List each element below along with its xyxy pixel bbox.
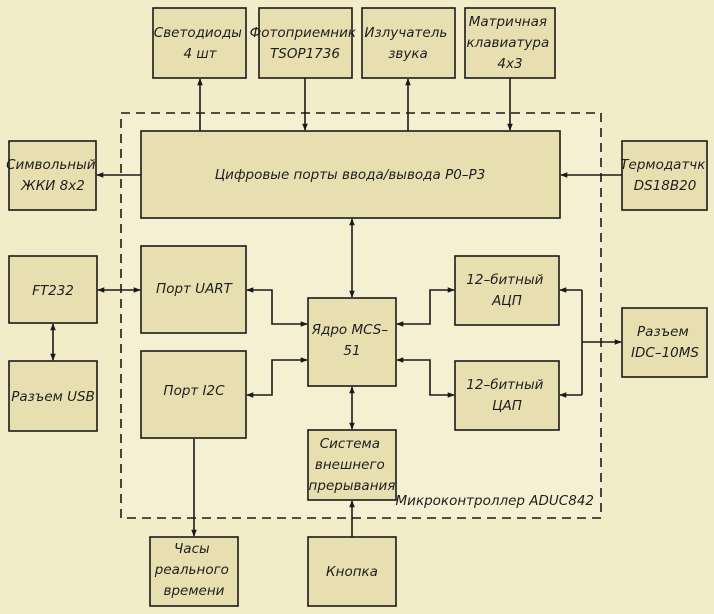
- mcs51-core-label: Ядро MCS– 51: [311, 322, 393, 359]
- button-block: Кнопка: [307, 536, 397, 607]
- idc-connector-label: Разъем IDC–10MS: [631, 324, 699, 361]
- photo-receiver-label: Фотоприемник TSOP1736: [250, 25, 361, 62]
- interrupt-system-label: Система внешнего прерывания: [309, 436, 396, 494]
- gpio-ports-label: Цифровые порты ввода/вывода P0–P3: [215, 167, 486, 183]
- dac-label: 12–битный ЦАП: [466, 377, 547, 414]
- arrow-core-dac: [396, 357, 455, 398]
- arrow-uart-core: [246, 287, 308, 327]
- uart-port-block: Порт UART: [140, 245, 247, 334]
- sound-emitter-label: Излучатель звука: [364, 25, 451, 62]
- i2c-port-block: Порт I2C: [140, 350, 247, 439]
- mcs51-core-block: Ядро MCS– 51: [307, 297, 397, 387]
- lcd-block: Символьный ЖКИ 8х2: [6, 140, 100, 211]
- adc-block: 12–битный АЦП: [454, 255, 560, 326]
- rtc-block: Часы реального времени: [149, 536, 239, 607]
- button-label: Кнопка: [326, 564, 378, 580]
- thermo-sensor-block: Термодатчк DS18B20: [620, 140, 709, 211]
- idc-connector-block: Разъем IDC–10MS: [621, 307, 708, 378]
- ft232-label: FT232: [32, 283, 74, 299]
- gpio-ports-block: Цифровые порты ввода/вывода P0–P3: [140, 130, 561, 219]
- arrow-core-adc: [396, 287, 455, 327]
- leds-block: Светодиоды 4 шт: [152, 7, 247, 79]
- dac-block: 12–битный ЦАП: [454, 360, 560, 431]
- lcd-label: Символьный ЖКИ 8х2: [6, 157, 100, 194]
- ft232-block: FT232: [8, 255, 98, 324]
- interrupt-system-block: Система внешнего прерывания: [307, 429, 397, 501]
- matrix-keyboard-label: Матричная клавиатура 4х3: [466, 14, 553, 72]
- rtc-label: Часы реального времени: [154, 541, 233, 599]
- sound-emitter-block: Излучатель звука: [361, 7, 456, 79]
- usb-connector-block: Разъем USB: [8, 360, 98, 432]
- adc-label: 12–битный АЦП: [466, 272, 547, 309]
- arrow-i2c-core: [246, 357, 308, 398]
- thermo-sensor-label: Термодатчк DS18B20: [620, 157, 709, 194]
- microcontroller-label: Микроконтроллер ADUC842: [396, 493, 594, 509]
- leds-label: Светодиоды 4 шт: [154, 25, 246, 62]
- matrix-keyboard-block: Матричная клавиатура 4х3: [464, 7, 556, 79]
- i2c-port-label: Порт I2C: [163, 383, 225, 399]
- connections: [50, 78, 622, 537]
- usb-connector-label: Разъем USB: [11, 389, 95, 405]
- uart-port-label: Порт UART: [156, 281, 234, 297]
- photo-receiver-block: Фотоприемник TSOP1736: [250, 7, 361, 79]
